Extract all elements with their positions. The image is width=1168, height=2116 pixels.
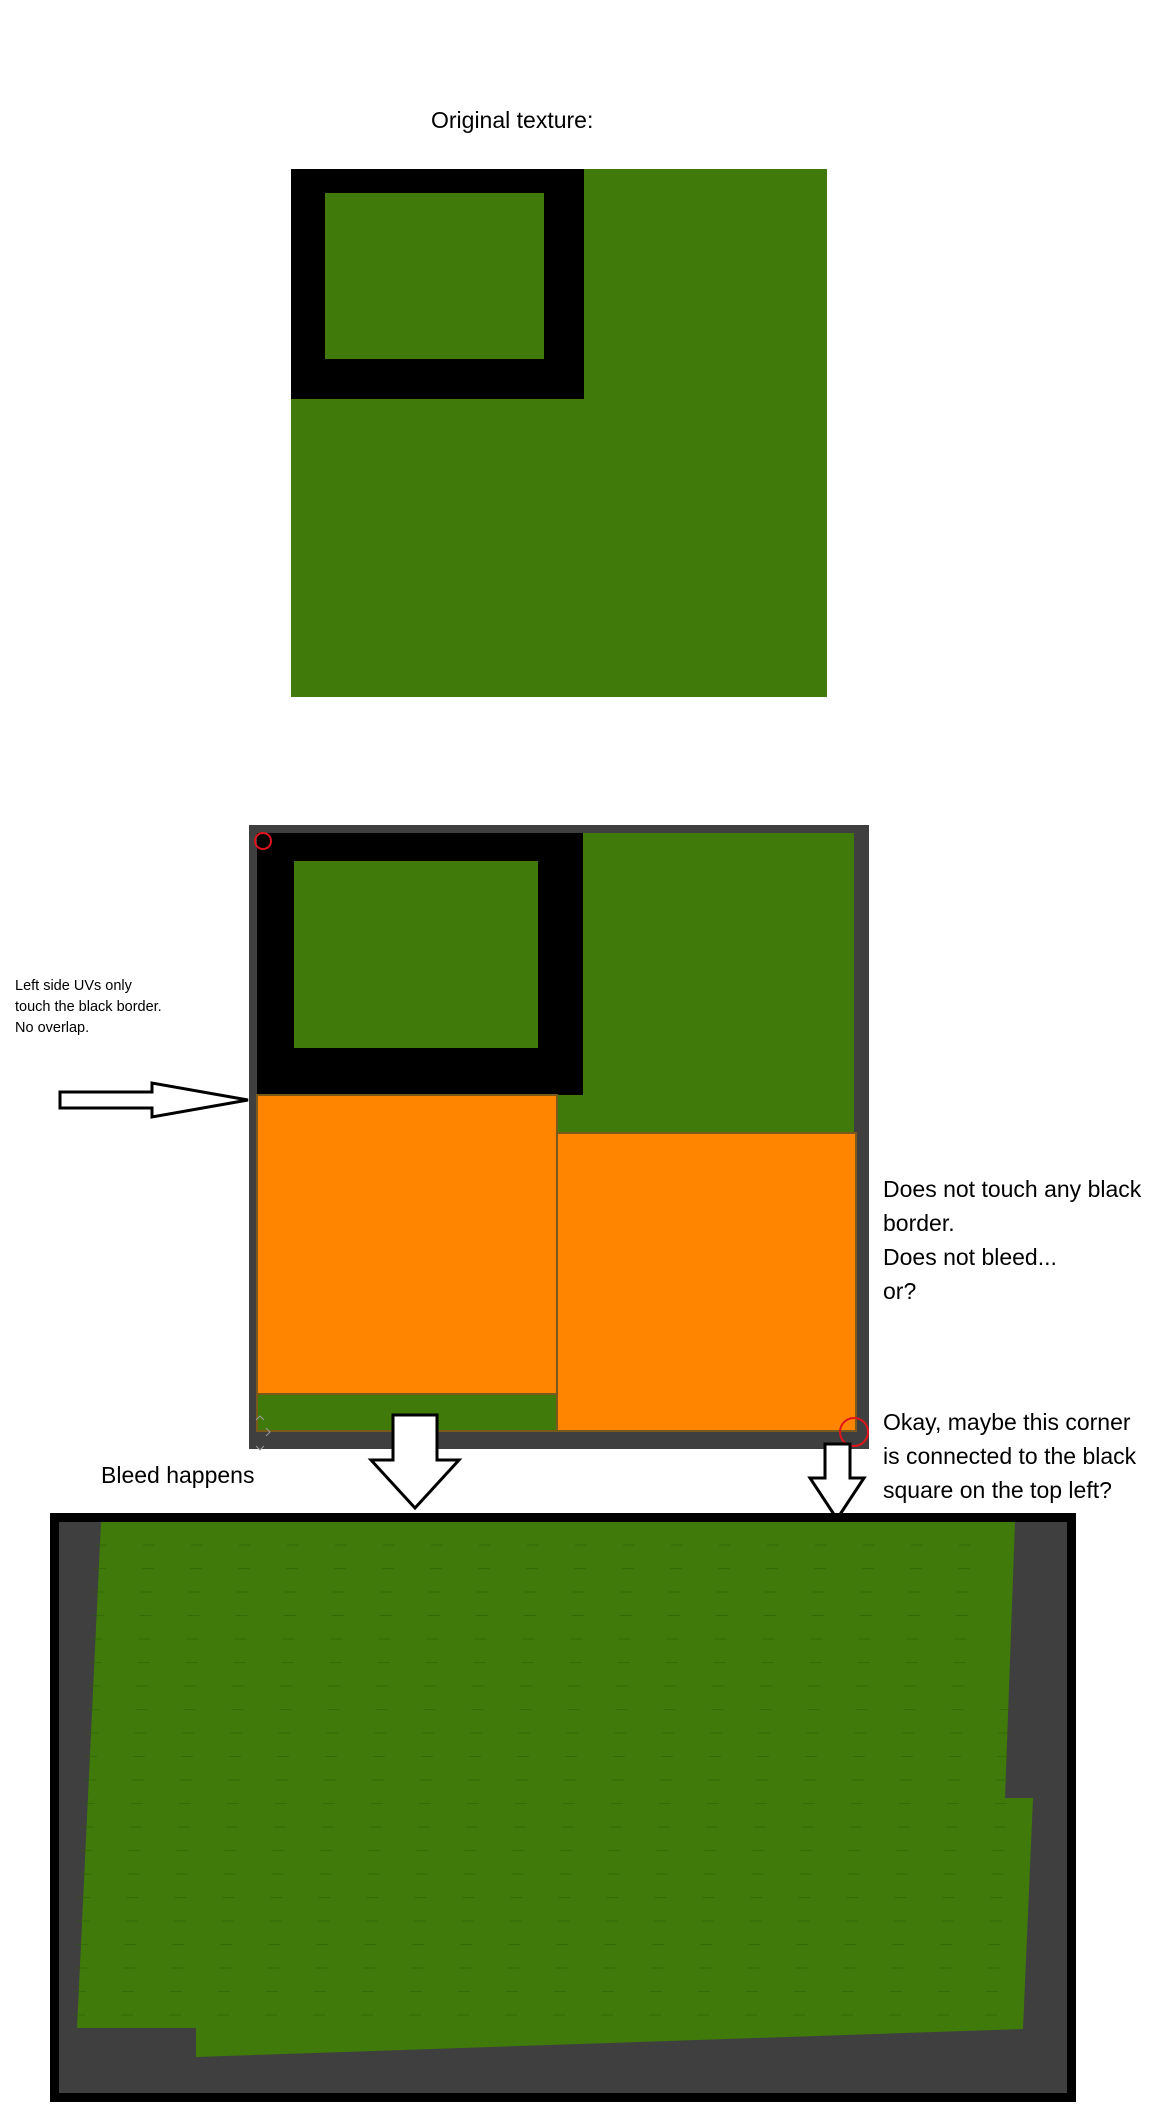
top-left-corner-marker xyxy=(254,832,272,850)
right-note-line-3: Does not bleed... xyxy=(883,1244,1057,1270)
texture-inner-green-square xyxy=(325,193,544,359)
uv-island-left[interactable] xyxy=(256,1094,558,1395)
corner-note-line-1: Okay, maybe this corner xyxy=(883,1409,1131,1435)
left-note-line-2: touch the black border. xyxy=(15,999,162,1015)
corner-note-line-3: square on the top left? xyxy=(883,1477,1112,1503)
bleeding-grass-mesh xyxy=(77,1522,1033,2057)
down-arrow-left-icon xyxy=(367,1413,463,1511)
uv-editor-view xyxy=(249,825,869,1451)
viewport-bleed-result xyxy=(50,1513,1076,2102)
uv-cursor-icon xyxy=(255,1415,271,1451)
bleed-seam-lines xyxy=(73,1544,1012,2016)
bleed-label: Bleed happens xyxy=(101,1462,254,1488)
original-texture-title: Original texture: xyxy=(431,107,593,133)
left-note-line-1: Left side UVs only xyxy=(15,978,133,994)
bottom-right-corner-marker xyxy=(839,1417,869,1447)
left-note-line-3: No overlap. xyxy=(15,1020,89,1036)
right-side-note: Does not touch any black border. Does no… xyxy=(883,1176,1148,1304)
uv-island-right[interactable] xyxy=(556,1132,857,1432)
original-texture xyxy=(291,169,827,697)
right-note-line-4: or? xyxy=(883,1278,916,1304)
uv-texture-inner-green-square xyxy=(294,861,538,1048)
right-note-line-1: Does not touch any black xyxy=(883,1176,1142,1202)
left-side-note: Left side UVs only touch the black borde… xyxy=(15,978,166,1036)
down-arrow-right-icon xyxy=(807,1442,867,1522)
right-note-line-2: border. xyxy=(883,1210,955,1236)
left-arrow-icon xyxy=(58,1081,249,1119)
corner-note: Okay, maybe this corner is connected to … xyxy=(883,1409,1143,1503)
corner-note-line-2: is connected to the black xyxy=(883,1443,1137,1469)
